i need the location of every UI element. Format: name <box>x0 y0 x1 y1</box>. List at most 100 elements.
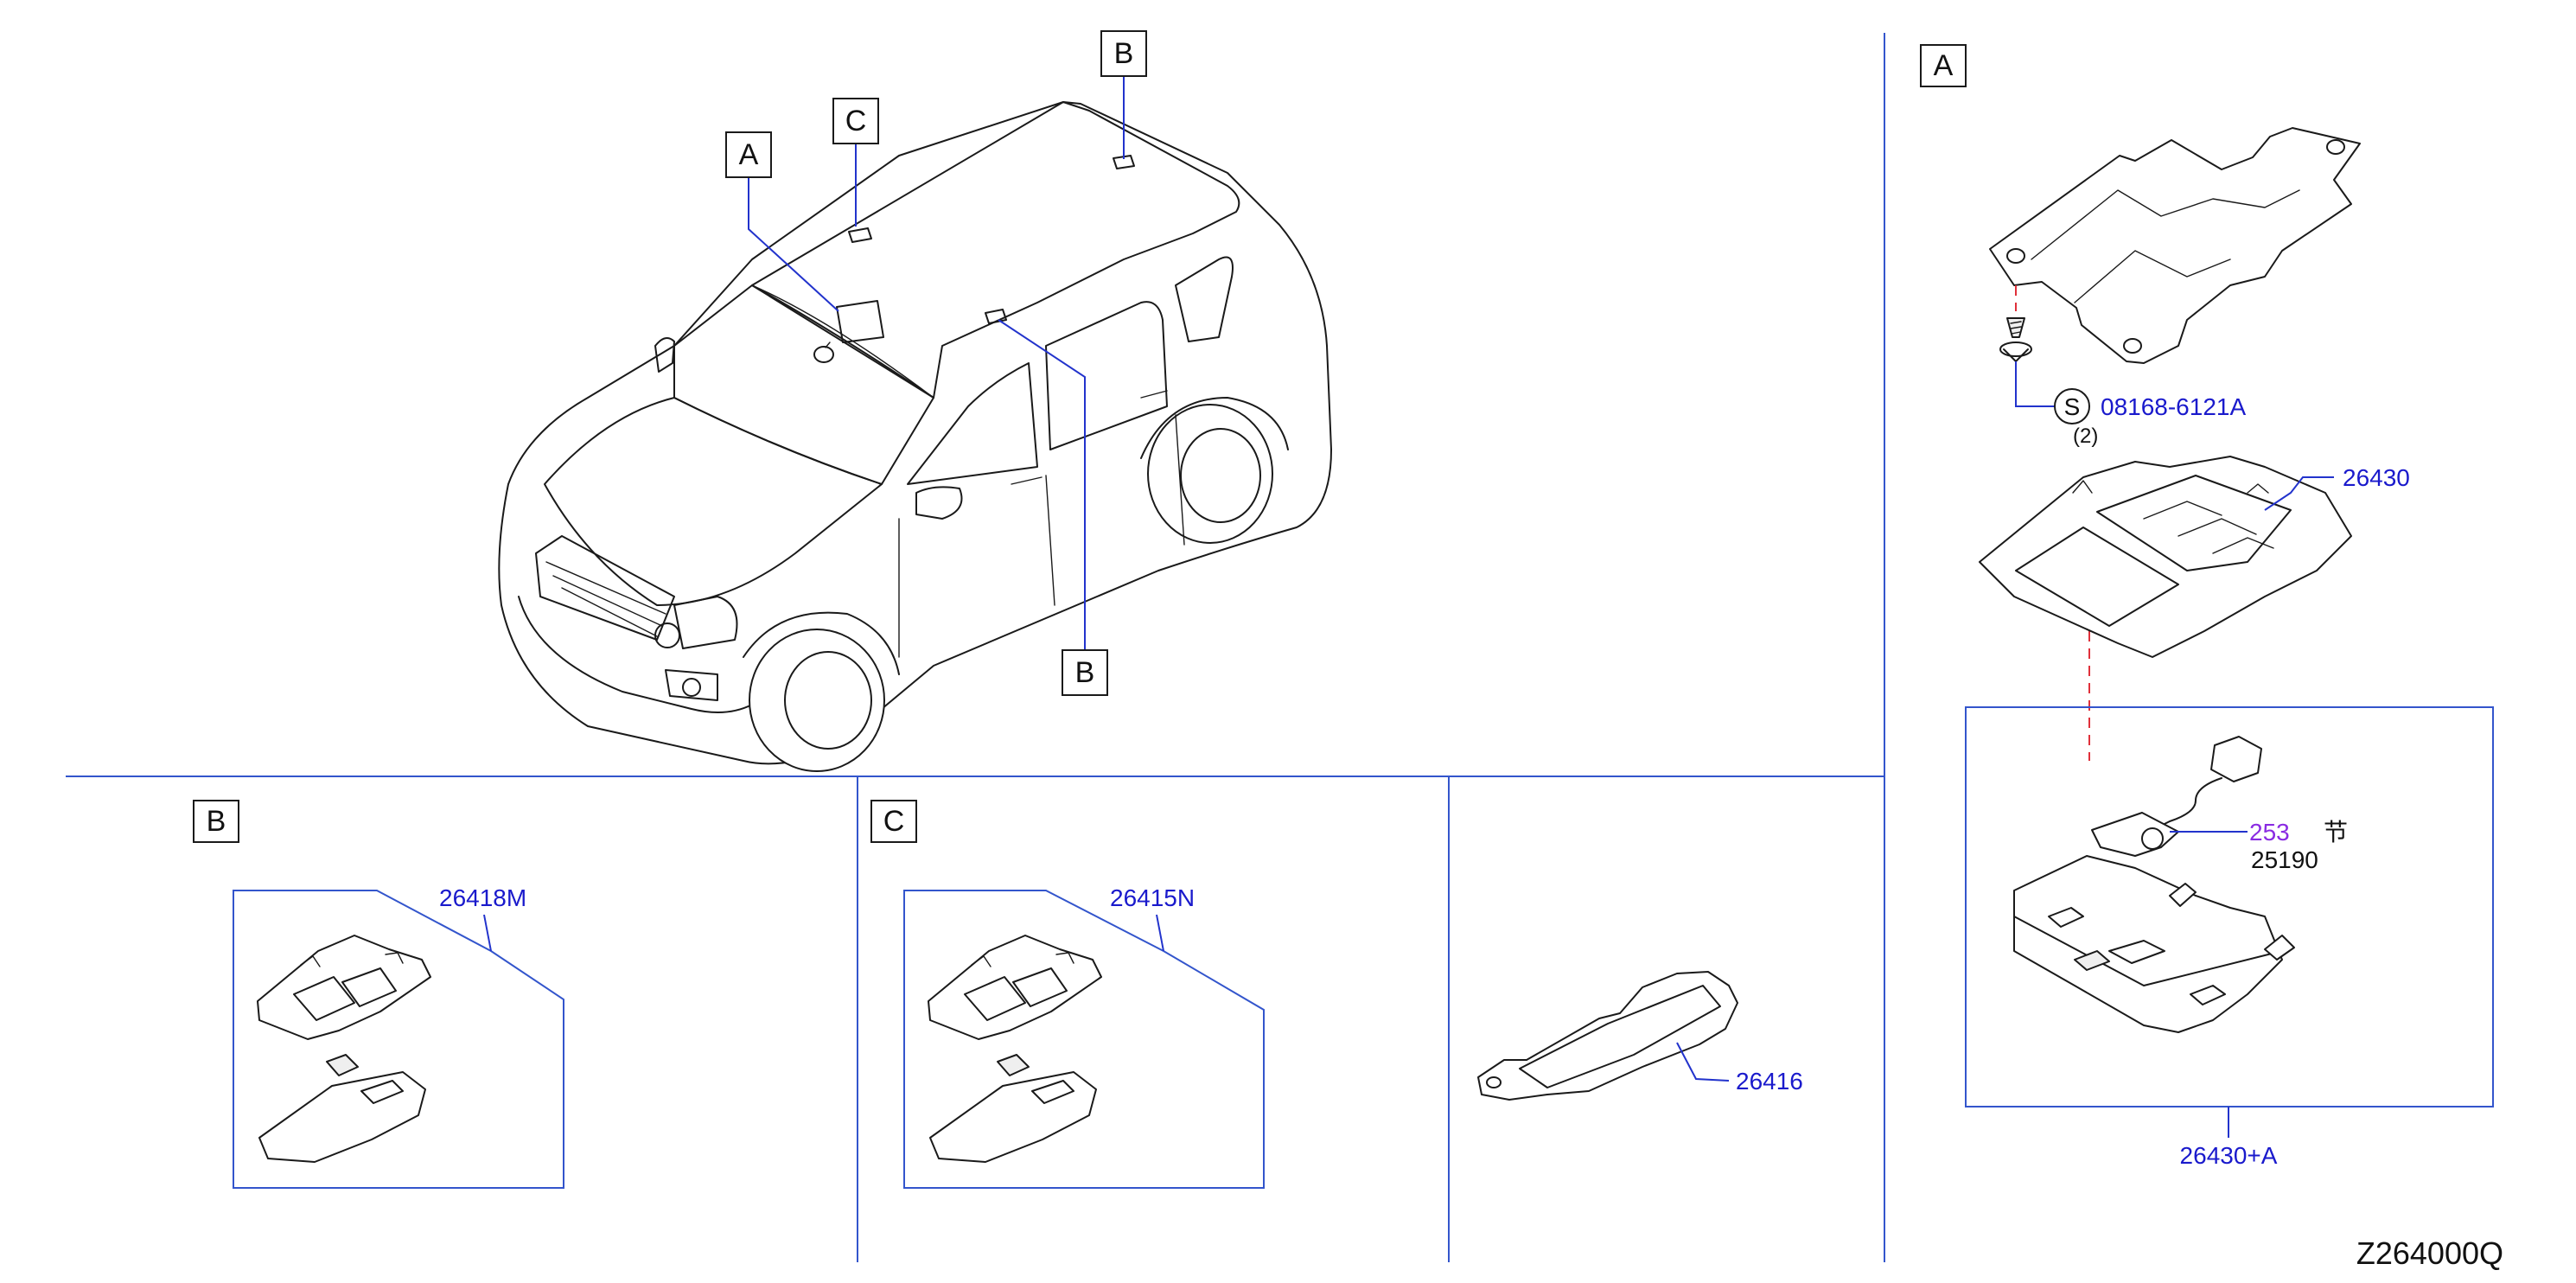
front-wheel-rim <box>784 651 872 750</box>
lamp-26415n-button <box>1031 1080 1074 1104</box>
fog-lamp <box>654 622 680 648</box>
section-a-box <box>1920 44 1967 87</box>
lamp-housing-26430 <box>1979 456 2352 658</box>
bumper-fog-housing <box>665 669 718 701</box>
front-door-window <box>907 362 1038 485</box>
section-a-tag: A <box>1920 44 1967 87</box>
callout-c-label: C <box>845 105 867 137</box>
assembly-edge <box>2013 916 2283 986</box>
headlight <box>673 596 738 649</box>
connector-body <box>2210 736 2262 782</box>
lamp-26418m-bulb <box>326 1054 359 1076</box>
bulb-1 <box>2169 883 2197 907</box>
diagram-code: Z264000Q <box>2356 1235 2503 1271</box>
bracket-plate <box>1989 127 2361 364</box>
vehicle-callout-b-bottom: B <box>1062 649 1108 696</box>
grille <box>535 535 675 641</box>
rear-wheel-rim <box>1180 428 1261 523</box>
leader-26418m <box>483 914 492 952</box>
screw <box>1999 317 2032 362</box>
rear-wheel <box>1147 404 1273 544</box>
lamp-26418m-housing <box>257 935 431 1040</box>
leader-26416 <box>1676 1042 1730 1082</box>
section-a-label: A <box>1934 49 1954 82</box>
lamp-position-b-bottom <box>985 309 1007 324</box>
lamp-26416-hole <box>1486 1076 1502 1088</box>
side-mirror <box>915 486 963 520</box>
left-mirror <box>654 337 675 373</box>
section-c-label: C <box>883 805 905 838</box>
front-bumper <box>518 596 753 713</box>
grille-slats <box>545 561 666 637</box>
vehicle-callout-b-top: B <box>1100 30 1147 77</box>
screw-qty: (2) <box>2073 424 2098 448</box>
lamp-26415n-bulb <box>997 1054 1030 1076</box>
assembly-body <box>2013 855 2283 1033</box>
roof-front-edge <box>751 284 934 399</box>
door-lines <box>898 414 1185 658</box>
lamp-26415n-housing <box>928 935 1102 1040</box>
section-b-box <box>193 800 239 843</box>
bracket-hole-right <box>2326 139 2345 155</box>
door-handles <box>1011 390 1168 485</box>
bulb-2 <box>2264 935 2295 961</box>
vehicle-roof <box>751 101 1240 399</box>
screw-symbol-circle <box>2054 388 2090 424</box>
part-number-08168-6121a: 08168-6121A <box>2101 393 2246 420</box>
section-b-tag: B <box>193 800 239 843</box>
panel-dividers <box>66 33 1885 1262</box>
vehicle-illustration <box>498 101 1332 772</box>
roof-bracket <box>1989 127 2361 364</box>
lamp-26418m-clips <box>300 952 404 967</box>
bracket-ridge-1 <box>2031 189 2300 260</box>
mirror-stem <box>825 341 831 348</box>
vehicle-callout-a: A <box>725 131 772 178</box>
lamp-26418m <box>257 935 431 1163</box>
callout-b-top-label: B <box>1114 37 1134 70</box>
assembly-switch <box>2074 950 2110 971</box>
front-wheel-arch <box>743 611 900 675</box>
section-b-frame <box>233 890 564 1189</box>
bracket-hole-bottom <box>2123 338 2142 354</box>
lamp-position-c <box>848 227 872 243</box>
lamp-26415n <box>928 935 1102 1163</box>
callout-a-label: A <box>739 138 759 171</box>
assembly-lens-left <box>2048 907 2084 928</box>
lamp-26416 <box>1477 971 1738 1101</box>
bumper-fog-light <box>682 678 701 697</box>
rear-wheel-arch <box>1140 397 1289 459</box>
part-number-253: 253 <box>2249 819 2290 846</box>
switch-25190 <box>2091 812 2179 857</box>
screw-symbol: S <box>2064 393 2081 420</box>
section-c-box <box>870 800 917 843</box>
lamp-position-a <box>836 300 884 343</box>
vehicle-callout-c: C <box>832 98 879 144</box>
callout-b-bottom-box <box>1062 649 1108 696</box>
harness-connector <box>2091 736 2262 857</box>
lamp-26415n-clips <box>971 952 1074 967</box>
screw-thread <box>2010 321 2022 335</box>
part-number-26430a: 26430+A <box>2180 1142 2278 1169</box>
lamp-position-b-top <box>1113 155 1135 169</box>
leader-screw <box>2015 361 2056 407</box>
section-c-tag: C <box>870 800 917 843</box>
housing-switch-bay <box>2096 475 2292 571</box>
lamp-26415n-lens <box>929 1071 1097 1163</box>
housing-opening <box>2015 527 2179 627</box>
housing-clips <box>2072 480 2269 494</box>
lamp-26418m-button <box>360 1080 404 1104</box>
lamp-26418m-lens <box>258 1071 426 1163</box>
part-number-26430: 26430 <box>2343 464 2410 491</box>
bracket-ridge-2 <box>2074 250 2231 303</box>
lamp-26416-body <box>1477 971 1738 1101</box>
front-wheel <box>749 629 885 772</box>
part-number-26415n: 26415N <box>1110 884 1195 911</box>
lamp-26418m-sockets <box>293 967 397 1021</box>
part-number-25190: 25190 <box>2251 846 2318 873</box>
bracket-hole-left <box>2006 248 2025 264</box>
leader-26430 <box>2264 476 2334 511</box>
rear-door-window <box>1045 301 1168 450</box>
callout-b-bottom-label: B <box>1075 656 1095 689</box>
switch-knob <box>2141 827 2164 850</box>
